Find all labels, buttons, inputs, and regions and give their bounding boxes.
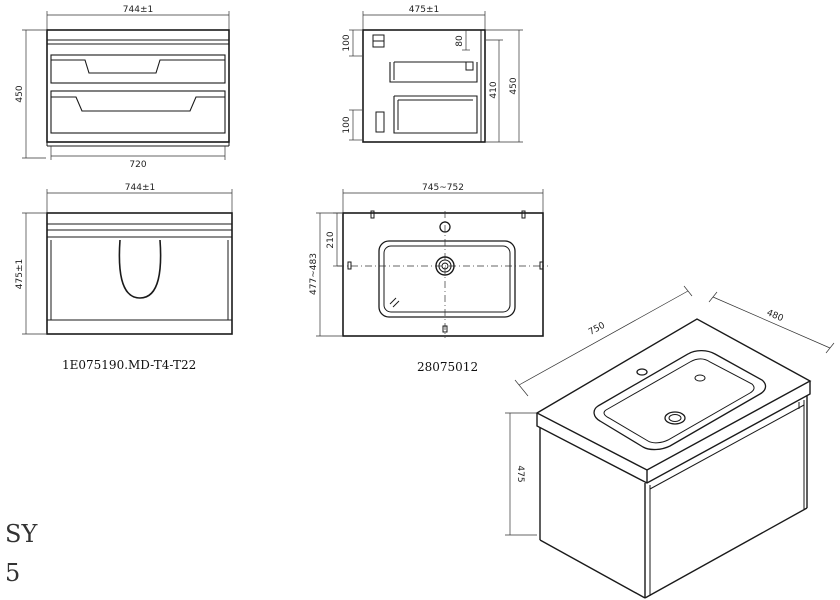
side-view: 475±1 100 100 80 410 xyxy=(342,5,523,143)
side-top-gap-dim: 80 xyxy=(455,35,465,47)
side-bottom-offset-dim: 100 xyxy=(342,116,352,133)
basin-code-label: 28075012 xyxy=(417,360,478,374)
iso-width-dim: 750 xyxy=(587,321,607,338)
front-inner-width-dim: 720 xyxy=(129,160,146,170)
basin-center-dim: 210 xyxy=(326,231,336,248)
isometric-view: 750 480 475 xyxy=(505,285,835,599)
front-width-dim: 744±1 xyxy=(123,5,153,15)
cabinet-code-label: 1E075190.MD-T4-T22 xyxy=(62,358,196,372)
front-view: 744±1 450 720 xyxy=(15,5,230,170)
top-view: 744±1 475±1 xyxy=(15,183,233,335)
basin-plan-view: 745~752 210 477~483 xyxy=(309,183,548,338)
side-height-dim: 450 xyxy=(509,77,519,94)
iso-height-dim: 475 xyxy=(515,465,525,482)
iso-depth-dim: 480 xyxy=(765,308,785,324)
front-height-dim: 450 xyxy=(15,85,25,102)
basin-depth-dim: 477~483 xyxy=(309,253,319,295)
basin-width-dim: 745~752 xyxy=(422,183,464,193)
top-width-dim: 744±1 xyxy=(125,183,155,193)
side-inner-height-dim: 410 xyxy=(489,81,499,98)
top-depth-dim: 475±1 xyxy=(15,259,25,289)
side-depth-dim: 475±1 xyxy=(409,5,439,15)
side-top-offset-dim: 100 xyxy=(342,34,352,51)
corner-label-2: 5 xyxy=(5,559,20,587)
corner-label-1: SY xyxy=(5,520,38,548)
